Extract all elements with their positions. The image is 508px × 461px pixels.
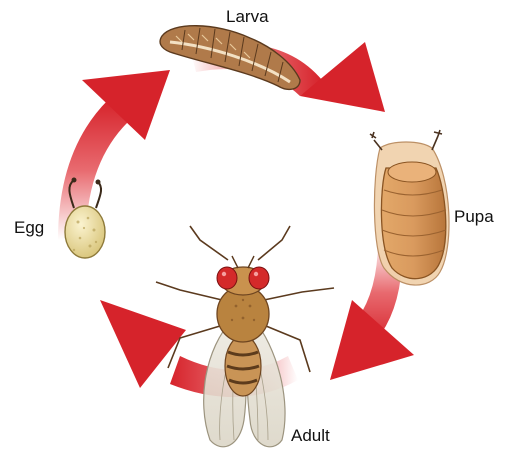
adult-fly-illustration bbox=[156, 226, 334, 447]
label-egg: Egg bbox=[14, 218, 44, 237]
label-adult: Adult bbox=[291, 426, 330, 445]
larva-illustration bbox=[160, 26, 300, 90]
pupa-illustration bbox=[370, 130, 449, 285]
label-larva: Larva bbox=[226, 7, 269, 26]
label-pupa: Pupa bbox=[454, 207, 494, 226]
